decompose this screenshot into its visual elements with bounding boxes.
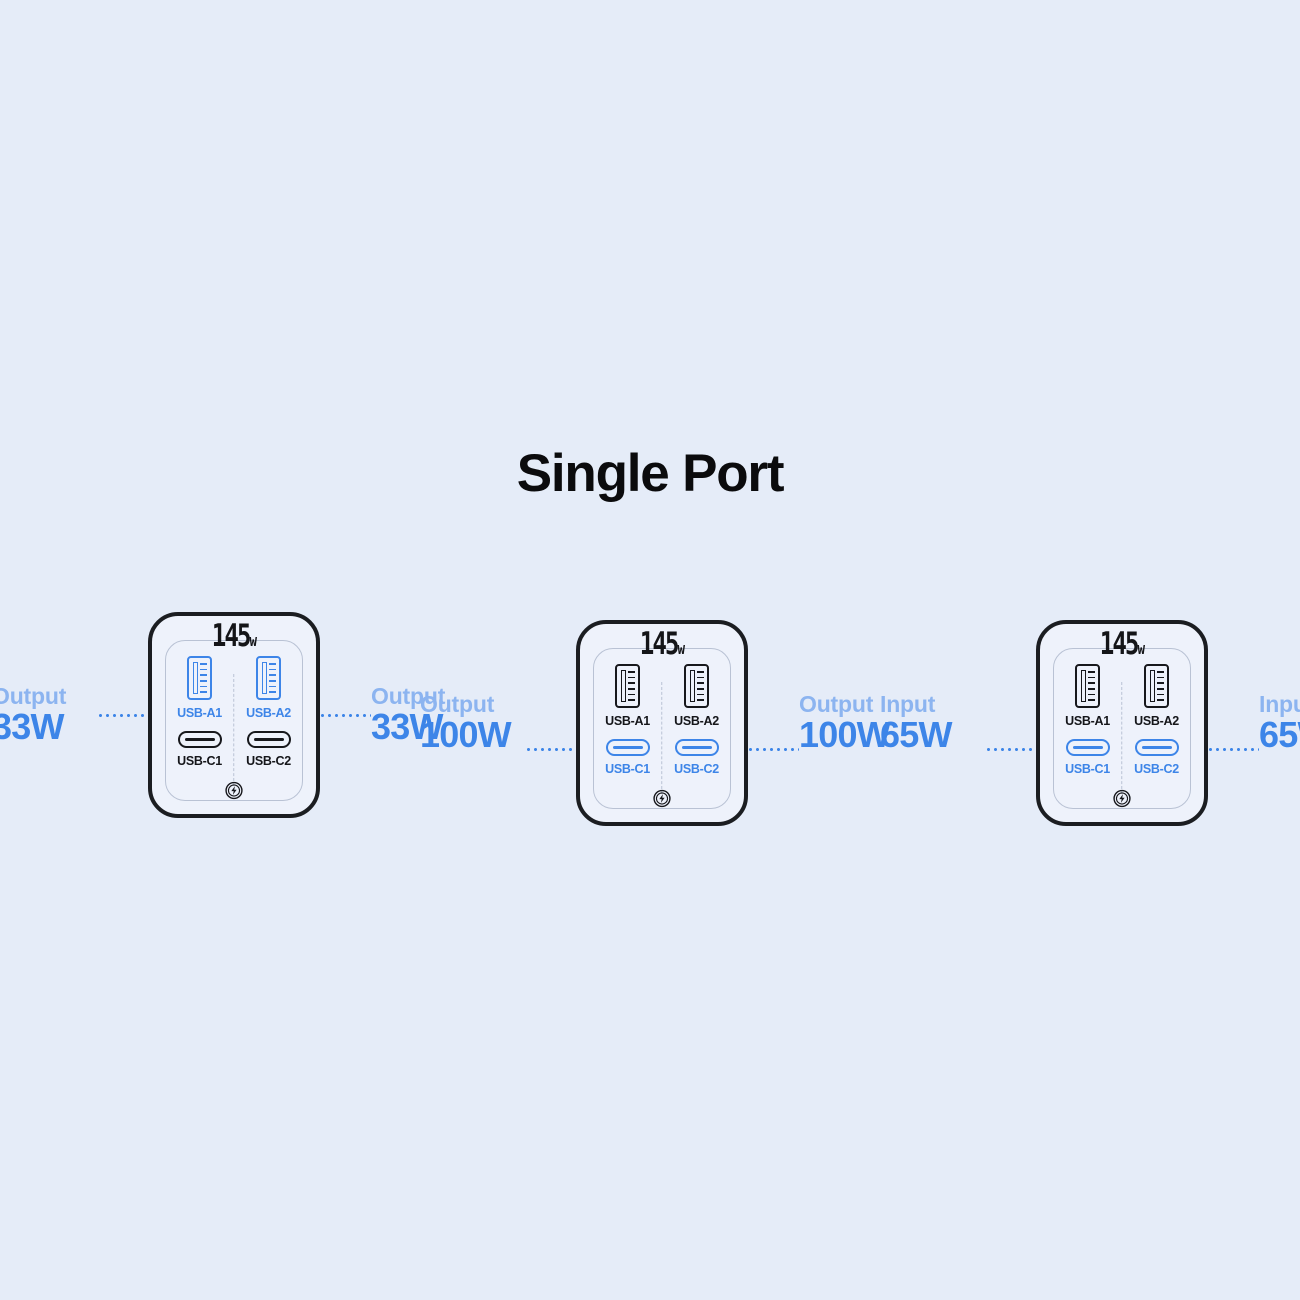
device-inner-panel <box>1053 648 1191 809</box>
port-grid: USB-A1 USB-C1 USB-A2 USB-C2 <box>165 656 303 768</box>
usb-c-label: USB-C2 <box>1134 762 1179 776</box>
usb-c-slot <box>184 737 215 742</box>
left-power-label: Output 33W <box>0 684 97 746</box>
usb-a-pins <box>696 671 704 701</box>
port-column-2: USB-A2 USB-C2 <box>1125 664 1189 776</box>
usb-a-icon[interactable] <box>1075 664 1100 708</box>
port-group-33w: Output 33W 145w USB-A1 USB-C1 USB-A2 USB… <box>0 612 476 818</box>
usb-a-pins <box>199 663 207 693</box>
usb-c-icon[interactable] <box>177 731 222 748</box>
usb-a-bar <box>193 662 198 694</box>
usb-a-icon[interactable] <box>187 656 212 700</box>
usb-c-label: USB-C1 <box>177 754 222 768</box>
right-power-kind: Output <box>371 683 446 710</box>
bolt-badge-icon <box>653 789 671 808</box>
usb-a-bar <box>690 670 695 702</box>
right-power-label: Output 33W <box>371 684 476 746</box>
left-power-kind: Output <box>420 691 495 718</box>
usb-c-slot <box>253 737 284 742</box>
device-inner-panel <box>593 648 731 809</box>
usb-c-label: USB-C1 <box>605 762 650 776</box>
device-inner-panel <box>165 640 303 801</box>
charger-device: 145w USB-A1 USB-C1 USB-A2 USB-C2 <box>576 620 748 826</box>
usb-a-icon[interactable] <box>1144 664 1169 708</box>
port-group-65w: Input 65W 145w USB-A1 USB-C1 USB-A2 USB-… <box>880 620 1300 826</box>
usb-a-label: USB-A1 <box>1065 714 1110 728</box>
left-power-kind: Input <box>880 691 936 718</box>
left-power-kind: Output <box>0 683 67 710</box>
right-connector-line <box>1207 747 1259 751</box>
usb-c-icon[interactable] <box>246 731 291 748</box>
usb-a-icon[interactable] <box>256 656 281 700</box>
usb-a-pins <box>1087 671 1095 701</box>
usb-a-icon[interactable] <box>615 664 640 708</box>
usb-c-slot <box>612 745 643 750</box>
left-connector-line <box>97 713 149 717</box>
port-divider <box>661 682 663 794</box>
port-grid: USB-A1 USB-C1 USB-A2 USB-C2 <box>1053 664 1191 776</box>
port-column-1: USB-A1 USB-C1 <box>168 656 232 768</box>
right-connector-line <box>747 747 799 751</box>
left-power-watt: 100W <box>420 714 512 756</box>
right-power-label: Output 100W <box>799 692 904 754</box>
port-divider <box>1121 682 1123 794</box>
bolt-badge-icon <box>225 781 243 800</box>
usb-a-label: USB-A2 <box>1134 714 1179 728</box>
right-power-watt: 33W <box>371 706 443 748</box>
usb-a-pins <box>268 663 276 693</box>
usb-a-label: USB-A2 <box>246 706 291 720</box>
usb-c-slot <box>1072 745 1103 750</box>
port-column-1: USB-A1 USB-C1 <box>1056 664 1120 776</box>
usb-c-icon[interactable] <box>1134 739 1179 756</box>
port-divider <box>233 674 235 786</box>
usb-c-slot <box>681 745 712 750</box>
left-connector-line <box>985 747 1037 751</box>
port-group-100w: Output 100W 145w USB-A1 USB-C1 USB-A2 US… <box>420 620 904 826</box>
usb-c-icon[interactable] <box>605 739 650 756</box>
usb-a-label: USB-A1 <box>605 714 650 728</box>
right-power-watt: 65W <box>1259 714 1300 756</box>
right-connector-line <box>319 713 371 717</box>
left-power-label: Input 65W <box>880 692 985 754</box>
usb-a-label: USB-A1 <box>177 706 222 720</box>
port-column-1: USB-A1 USB-C1 <box>596 664 660 776</box>
usb-a-bar <box>1081 670 1086 702</box>
usb-c-label: USB-C2 <box>674 762 719 776</box>
usb-a-label: USB-A2 <box>674 714 719 728</box>
right-power-kind: Output <box>799 691 874 718</box>
port-column-2: USB-A2 USB-C2 <box>665 664 729 776</box>
bolt-badge-icon <box>1113 789 1131 808</box>
usb-c-icon[interactable] <box>1065 739 1110 756</box>
left-power-watt: 65W <box>880 714 952 756</box>
charger-device: 145w USB-A1 USB-C1 USB-A2 USB-C2 <box>148 612 320 818</box>
right-power-watt: 100W <box>799 714 891 756</box>
page-title: Single Port <box>516 444 785 503</box>
usb-c-icon[interactable] <box>674 739 719 756</box>
usb-a-pins <box>1156 671 1164 701</box>
usb-a-bar <box>1150 670 1155 702</box>
port-grid: USB-A1 USB-C1 USB-A2 USB-C2 <box>593 664 731 776</box>
charger-device: 145w USB-A1 USB-C1 USB-A2 USB-C2 <box>1036 620 1208 826</box>
right-power-label: Input 65W <box>1259 692 1300 754</box>
usb-a-bar <box>621 670 626 702</box>
left-connector-line <box>525 747 577 751</box>
usb-a-bar <box>262 662 267 694</box>
left-power-watt: 33W <box>0 706 64 748</box>
usb-a-pins <box>627 671 635 701</box>
left-power-label: Output 100W <box>420 692 525 754</box>
usb-c-label: USB-C1 <box>1065 762 1110 776</box>
right-power-kind: Input <box>1259 691 1300 718</box>
usb-c-slot <box>1141 745 1172 750</box>
usb-c-label: USB-C2 <box>246 754 291 768</box>
port-column-2: USB-A2 USB-C2 <box>237 656 301 768</box>
usb-a-icon[interactable] <box>684 664 709 708</box>
